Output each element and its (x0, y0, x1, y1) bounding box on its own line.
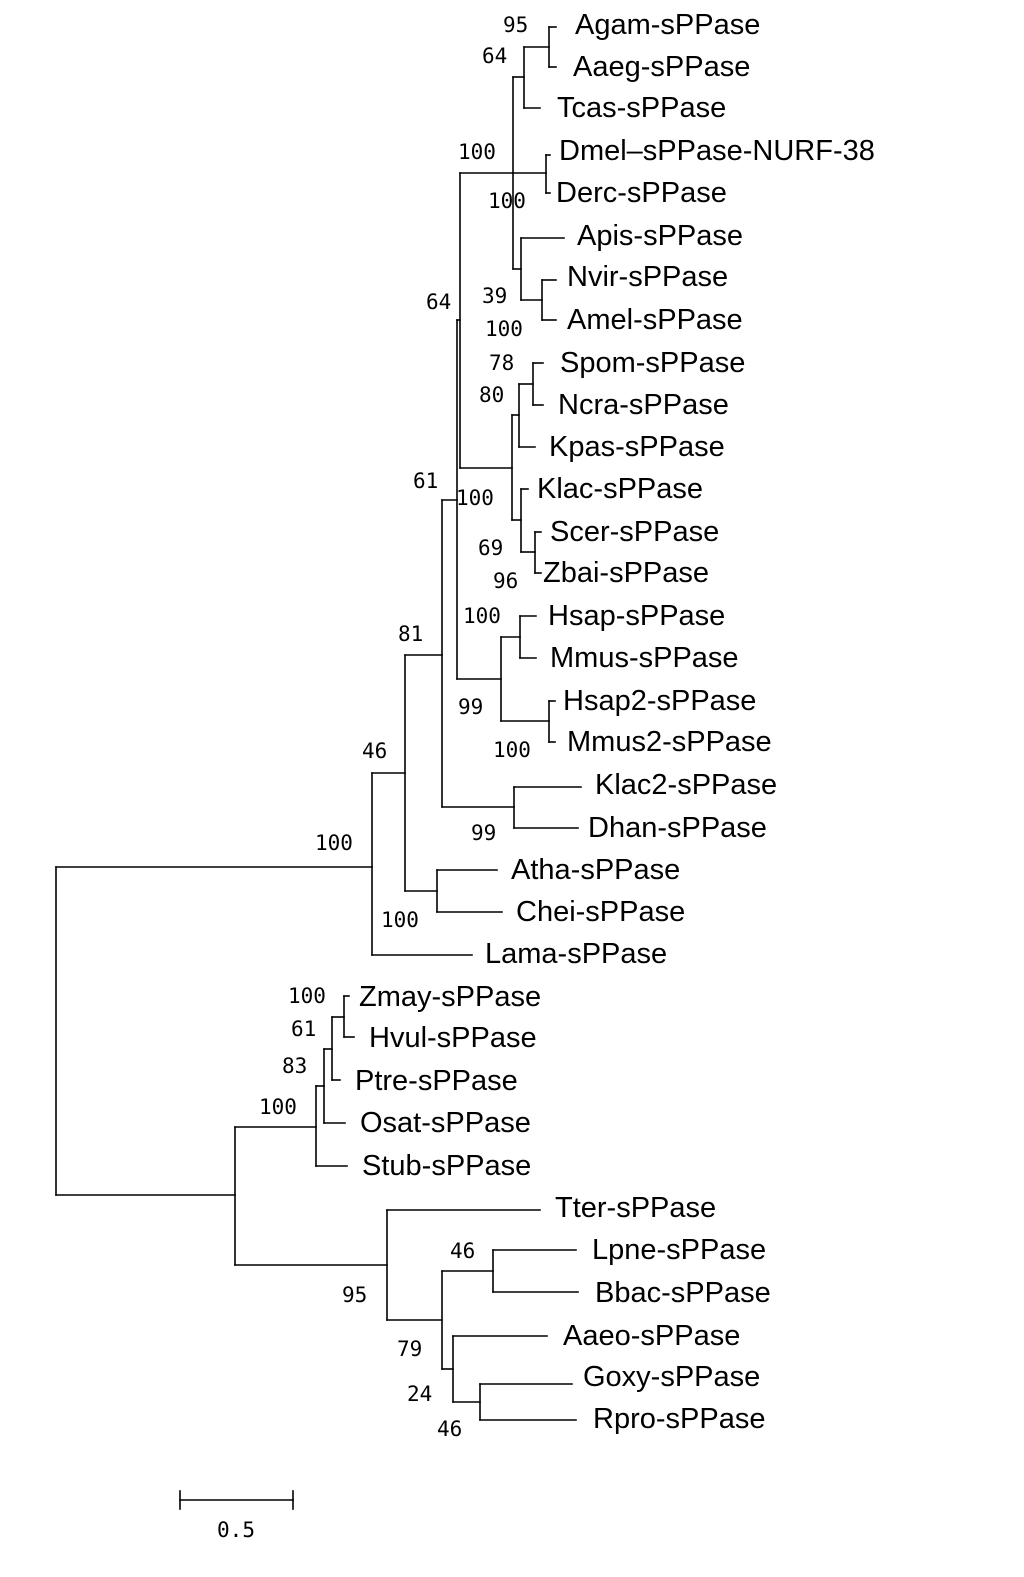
taxon-label: Scer-sPPase (550, 516, 719, 548)
bootstrap-value: 95 (342, 1283, 367, 1307)
bootstrap-value: 80 (479, 383, 504, 407)
bootstrap-value: 64 (426, 290, 451, 314)
taxon-label: Amel-sPPase (567, 304, 743, 336)
taxon-label: Hsap2-sPPase (563, 685, 756, 717)
bootstrap-value: 100 (463, 604, 501, 628)
bootstrap-value: 95 (503, 13, 528, 37)
bootstrap-value: 39 (482, 284, 507, 308)
scale-bar-label: 0.5 (217, 1518, 255, 1542)
bootstrap-value: 96 (493, 569, 518, 593)
bootstrap-value: 100 (493, 738, 531, 762)
taxon-label: Osat-sPPase (360, 1107, 531, 1139)
taxon-label: Klac-sPPase (537, 473, 703, 505)
taxon-label: Tter-sPPase (555, 1192, 716, 1224)
taxon-label: Chei-sPPase (516, 896, 685, 928)
taxon-label: Klac2-sPPase (595, 769, 777, 801)
taxon-label: Rpro-sPPase (593, 1403, 765, 1435)
taxon-label: Zbai-sPPase (543, 557, 709, 589)
taxon-label: Mmus-sPPase (550, 642, 739, 674)
taxon-label: Lpne-sPPase (592, 1234, 766, 1266)
taxon-label: Hvul-sPPase (369, 1022, 537, 1054)
taxon-label: Aaeo-sPPase (563, 1320, 740, 1352)
bootstrap-value: 81 (398, 622, 423, 646)
bootstrap-value: 100 (259, 1095, 297, 1119)
taxon-label: Dhan-sPPase (588, 812, 767, 844)
taxon-label: Bbac-sPPase (595, 1277, 771, 1309)
taxon-label: Hsap-sPPase (548, 600, 725, 632)
taxon-label: Goxy-sPPase (583, 1361, 760, 1393)
taxon-label: Stub-sPPase (362, 1150, 531, 1182)
bootstrap-value: 61 (413, 469, 438, 493)
bootstrap-value: 100 (381, 908, 419, 932)
bootstrap-value: 99 (458, 695, 483, 719)
bootstrap-value: 100 (485, 317, 523, 341)
bootstrap-value: 100 (456, 486, 494, 510)
bootstrap-value: 64 (482, 44, 507, 68)
bootstrap-value: 69 (478, 536, 503, 560)
bootstrap-value: 78 (489, 351, 514, 375)
taxon-label: Agam-sPPase (575, 9, 760, 41)
tree-branches (55, 26, 582, 1421)
bootstrap-value: 24 (407, 1382, 432, 1406)
bootstrap-value: 100 (288, 984, 326, 1008)
taxon-label: Lama-sPPase (485, 938, 667, 970)
taxon-label: Spom-sPPase (560, 347, 745, 379)
taxon-label: Ncra-sPPase (558, 389, 729, 421)
bootstrap-value: 99 (471, 821, 496, 845)
taxon-label: Aaeg-sPPase (573, 51, 750, 83)
bootstrap-value: 83 (282, 1054, 307, 1078)
taxon-label: Kpas-sPPase (549, 431, 725, 463)
bootstrap-value: 100 (458, 140, 496, 164)
taxon-labels: Agam-sPPase Aaeg-sPPase Tcas-sPPase Dmel… (355, 9, 875, 1435)
taxon-label: Ptre-sPPase (355, 1065, 518, 1097)
taxon-label: Dmel–sPPase-NURF-38 (559, 135, 875, 167)
taxon-label: Nvir-sPPase (567, 261, 728, 293)
taxon-label: Zmay-sPPase (359, 981, 541, 1013)
bootstrap-value: 46 (362, 739, 387, 763)
bootstrap-value: 100 (488, 189, 526, 213)
bootstrap-value: 46 (450, 1239, 475, 1263)
scale-bar: 0.5 (179, 1490, 294, 1542)
bootstrap-value: 100 (315, 831, 353, 855)
taxon-label: Mmus2-sPPase (567, 726, 772, 758)
bootstrap-value: 79 (397, 1337, 422, 1361)
taxon-label: Derc-sPPase (556, 177, 727, 209)
bootstrap-value: 61 (291, 1017, 316, 1041)
taxon-label: Atha-sPPase (511, 854, 680, 886)
bootstrap-labels: 95 64 100 100 39 100 64 78 80 100 69 96 … (259, 13, 531, 1441)
taxon-label: Apis-sPPase (577, 220, 743, 252)
bootstrap-value: 46 (437, 1417, 462, 1441)
taxon-label: Tcas-sPPase (557, 92, 726, 124)
